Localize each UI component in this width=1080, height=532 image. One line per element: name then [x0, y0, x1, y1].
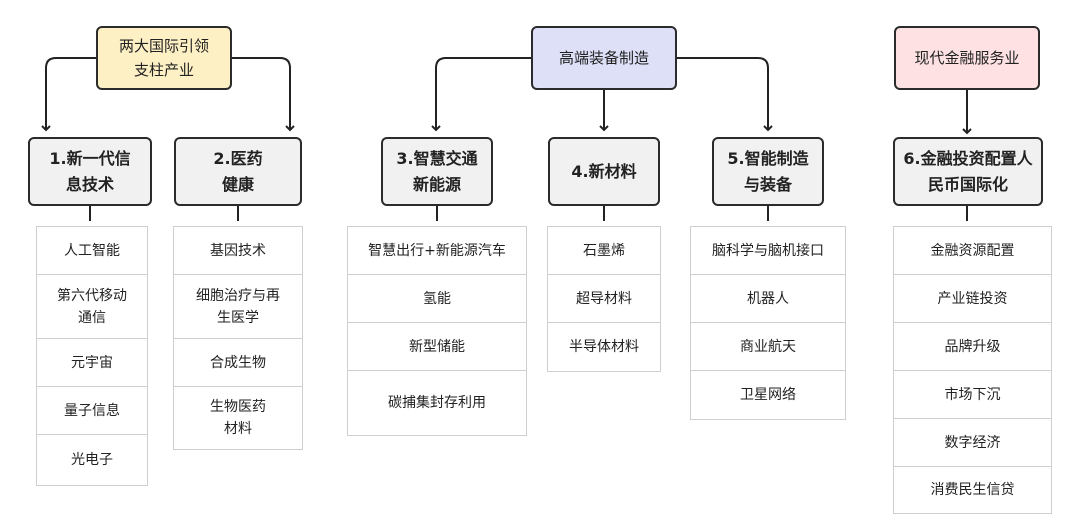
sector-4-new-materials: 4.新材料	[548, 137, 660, 206]
sector-2-item-list: 基因技术 细胞治疗与再 生医学 合成生物 生物医药 材料	[173, 226, 303, 450]
list-item: 基因技术	[174, 227, 302, 275]
list-item: 数字经济	[894, 419, 1051, 467]
list-item: 品牌升级	[894, 323, 1051, 371]
arrow-to-sector-1	[41, 57, 96, 132]
arrow-to-sector-2	[232, 57, 295, 132]
sector-1-next-gen-it: 1.新一代信 息技术	[28, 137, 152, 206]
list-item: 氢能	[348, 275, 526, 323]
sector-6-finance-rmb: 6.金融投资配置人 民币国际化	[893, 137, 1043, 206]
list-item: 机器人	[691, 275, 845, 323]
list-item: 超导材料	[548, 275, 660, 323]
top-node-modern-finance: 现代金融服务业	[894, 26, 1040, 90]
top-node-pillar-industries: 两大国际引领 支柱产业	[96, 26, 232, 90]
list-item: 卫星网络	[740, 387, 796, 403]
list-item: 脑科学与脑机接口	[691, 227, 845, 275]
sector-3-smart-transport: 3.智慧交通 新能源	[381, 137, 493, 206]
list-item: 元宇宙	[37, 339, 147, 387]
list-item: 第六代移动 通信	[37, 275, 147, 339]
list-item: 商业航天	[691, 323, 845, 371]
list-item: 产业链投资	[894, 275, 1051, 323]
list-item: 市场下沉	[894, 371, 1051, 419]
sector-6-item-list: 金融资源配置 产业链投资 品牌升级 市场下沉 数字经济 消费民生信贷	[893, 226, 1052, 514]
list-item: 细胞治疗与再 生医学	[174, 275, 302, 339]
arrow-to-sector-5	[677, 57, 773, 132]
list-item: 碳捕集封存利用	[388, 395, 486, 411]
list-item: 人工智能	[37, 227, 147, 275]
list-item: 合成生物	[174, 339, 302, 387]
list-item: 半导体材料	[569, 339, 639, 355]
list-item: 新型储能	[348, 323, 526, 371]
sector-4-item-list: 石墨烯 超导材料 半导体材料	[547, 226, 661, 372]
sector-3-item-list: 智慧出行+新能源汽车 氢能 新型储能 碳捕集封存利用	[347, 226, 527, 436]
sector-5-smart-manufacturing: 5.智能制造 与装备	[712, 137, 824, 206]
sector-5-item-list: 脑科学与脑机接口 机器人 商业航天 卫星网络	[690, 226, 846, 420]
top-node-high-end-equipment: 高端装备制造	[531, 26, 677, 90]
list-item: 石墨烯	[548, 227, 660, 275]
list-item: 消费民生信贷	[930, 482, 1015, 498]
sector-2-pharma-health: 2.医药 健康	[174, 137, 302, 206]
arrow-to-sector-3	[431, 57, 531, 132]
sector-1-item-list: 人工智能 第六代移动 通信 元宇宙 量子信息 光电子	[36, 226, 148, 486]
list-item: 光电子	[71, 452, 113, 468]
list-item: 金融资源配置	[894, 227, 1051, 275]
list-item: 智慧出行+新能源汽车	[348, 227, 526, 275]
list-item: 生物医药 材料	[210, 399, 266, 437]
list-item: 量子信息	[37, 387, 147, 435]
